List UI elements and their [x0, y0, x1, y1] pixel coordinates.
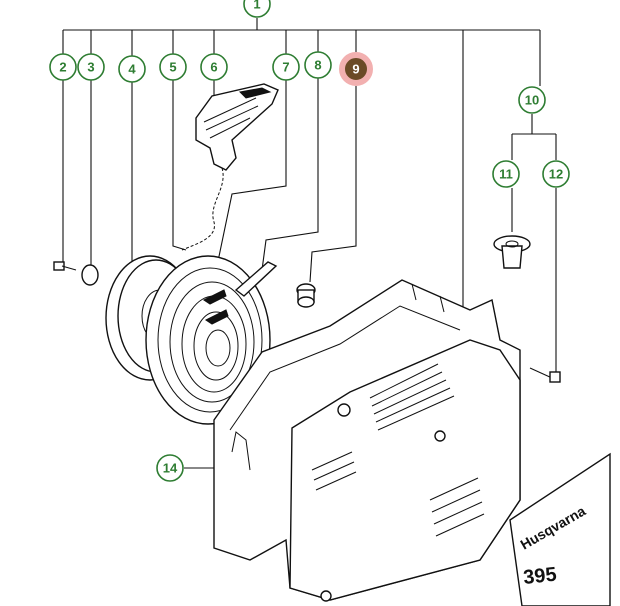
callout-14[interactable]: 14 [156, 454, 184, 482]
callout-3[interactable]: 3 [77, 53, 105, 81]
callout-10-label: 10 [525, 93, 539, 108]
callout-7[interactable]: 7 [272, 53, 300, 81]
callout-3-label: 3 [87, 60, 94, 75]
callout-10[interactable]: 10 [518, 86, 546, 114]
callout-6-label: 6 [210, 60, 217, 75]
bushing-illustration [296, 283, 316, 308]
callout-11[interactable]: 11 [492, 160, 520, 188]
callout-4-label: 4 [128, 62, 136, 77]
callout-2-label: 2 [59, 60, 66, 75]
callout-11-label: 11 [499, 167, 513, 182]
callout-5-label: 5 [169, 60, 176, 75]
screw-illustration [529, 367, 561, 383]
callout-4[interactable]: 4 [118, 55, 146, 83]
callout-2[interactable]: 2 [49, 53, 77, 81]
callout-7-label: 7 [282, 60, 289, 75]
grommet-illustration [493, 235, 531, 269]
callout-8[interactable]: 8 [304, 51, 332, 79]
callout-9[interactable]: 9 [339, 52, 373, 86]
callout-1[interactable]: 1 [243, 0, 271, 18]
callout-6[interactable]: 6 [200, 53, 228, 81]
starter-housing-illustration [213, 279, 521, 602]
callout-5[interactable]: 5 [159, 53, 187, 81]
starter-handle-illustration [195, 83, 279, 171]
recoil-spring-illustration [145, 255, 271, 425]
callout-14-label: 14 [163, 461, 178, 476]
husqvarna-decal: Husqvarna 395 [509, 452, 611, 606]
callout-12-label: 12 [549, 167, 563, 182]
callout-12[interactable]: 12 [542, 160, 570, 188]
callout-9-label: 9 [352, 62, 359, 77]
parts-artwork [53, 83, 561, 602]
leader-lines [62, 18, 557, 469]
pawl-illustration [234, 261, 278, 297]
bolt-illustration [53, 261, 77, 271]
callout-8-label: 8 [314, 58, 321, 73]
starter-rope [181, 167, 224, 251]
washer-illustration [81, 264, 99, 286]
callout-1-label: 1 [253, 0, 260, 12]
decal-model: 395 [522, 564, 557, 589]
